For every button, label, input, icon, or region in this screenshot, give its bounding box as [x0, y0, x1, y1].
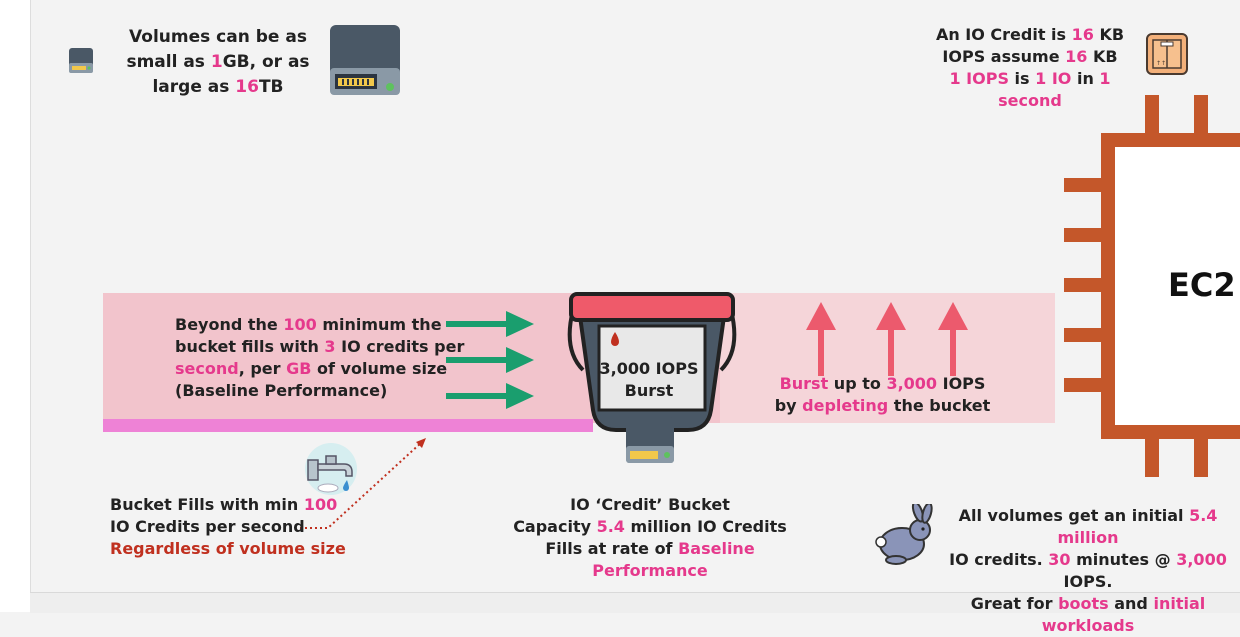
bucket-drive-icon: [626, 417, 674, 463]
baseline-note: Beyond the 100 minimum the bucket fills …: [175, 314, 464, 402]
fill-line-1: Bucket Fills with min 100: [110, 495, 338, 514]
baseline-line-3: second, per GB of volume size: [175, 359, 448, 378]
baseline-line-1: Beyond the 100 minimum the: [175, 315, 442, 334]
baseline-line-4: (Baseline Performance): [175, 381, 388, 400]
io-credit-note: An IO Credit is 16 KB IOPS assume 16 KB …: [915, 24, 1145, 112]
io-credit-line-1: An IO Credit is 16 KB: [935, 25, 1125, 44]
fill-arrow: [446, 321, 508, 327]
burst-note: Burst up to 3,000 IOPS by depleting the …: [770, 373, 995, 417]
volume-size-note: Volumes can be as small as 1GB, or as la…: [118, 25, 318, 100]
ec2-chip-icon: [1064, 95, 1240, 477]
dotted-pointer: [300, 438, 426, 529]
fill-level-strip: [103, 419, 593, 432]
bottom-bar: [30, 592, 1240, 613]
burst-arrow: [806, 302, 836, 330]
volume-line-2: small as 1GB, or as: [126, 52, 310, 72]
io-credit-line-3: 1 IOPS is 1 IO in 1 second: [949, 69, 1111, 110]
fill-line-2: IO Credits per second: [110, 517, 305, 536]
initial-credits-note: All volumes get an initial 5.4 million I…: [936, 505, 1240, 637]
bucket-icon: [567, 292, 737, 432]
bucket-note: IO ‘Credit’ Bucket Capacity 5.4 million …: [485, 494, 815, 582]
burst-arrow: [938, 302, 968, 330]
fill-line-3: Regardless of volume size: [110, 539, 346, 558]
bucket-note-line-2: Capacity 5.4 million IO Credits: [513, 517, 787, 536]
baseline-line-2: bucket fills with 3 IO credits per: [175, 337, 465, 356]
burst-arrows: [806, 302, 968, 376]
bucket-label: 3,000 IOPS Burst: [593, 358, 705, 402]
svg-text:↑↑: ↑↑: [1156, 60, 1166, 67]
bucket-note-line-3: Fills at rate of Baseline Performance: [545, 539, 755, 580]
initial-line-3: Great for boots and initial workloads: [970, 594, 1206, 635]
small-drive-icon: [69, 48, 93, 73]
io-credit-line-2: IOPS assume 16 KB: [942, 47, 1118, 66]
initial-line-1: All volumes get an initial 5.4 million: [958, 506, 1218, 547]
volume-line-1: Volumes can be as: [129, 27, 307, 47]
rabbit-icon: [875, 504, 933, 565]
fill-arrow: [446, 357, 508, 363]
fill-note: Bucket Fills with min 100 IO Credits per…: [110, 494, 346, 560]
initial-line-2: IO credits. 30 minutes @ 3,000 IOPS.: [949, 550, 1227, 591]
bucket-note-line-1: IO ‘Credit’ Bucket: [570, 495, 730, 514]
burst-line-1: Burst up to 3,000 IOPS: [779, 374, 986, 393]
left-sidebar: [0, 0, 31, 612]
ec2-label: EC2: [1168, 266, 1236, 304]
volume-line-3: large as 16TB: [152, 77, 284, 97]
faucet-icon: [305, 443, 357, 495]
burst-arrow: [876, 302, 906, 330]
hard-drive-icon: [330, 25, 400, 95]
fill-arrows: [446, 311, 534, 409]
package-icon: ↑↑: [1146, 33, 1188, 75]
burst-line-2: by depleting the bucket: [774, 396, 991, 415]
bucket-burst: Burst: [624, 381, 674, 400]
fill-arrow: [446, 393, 508, 399]
bucket-iops: 3,000 IOPS: [599, 359, 699, 378]
